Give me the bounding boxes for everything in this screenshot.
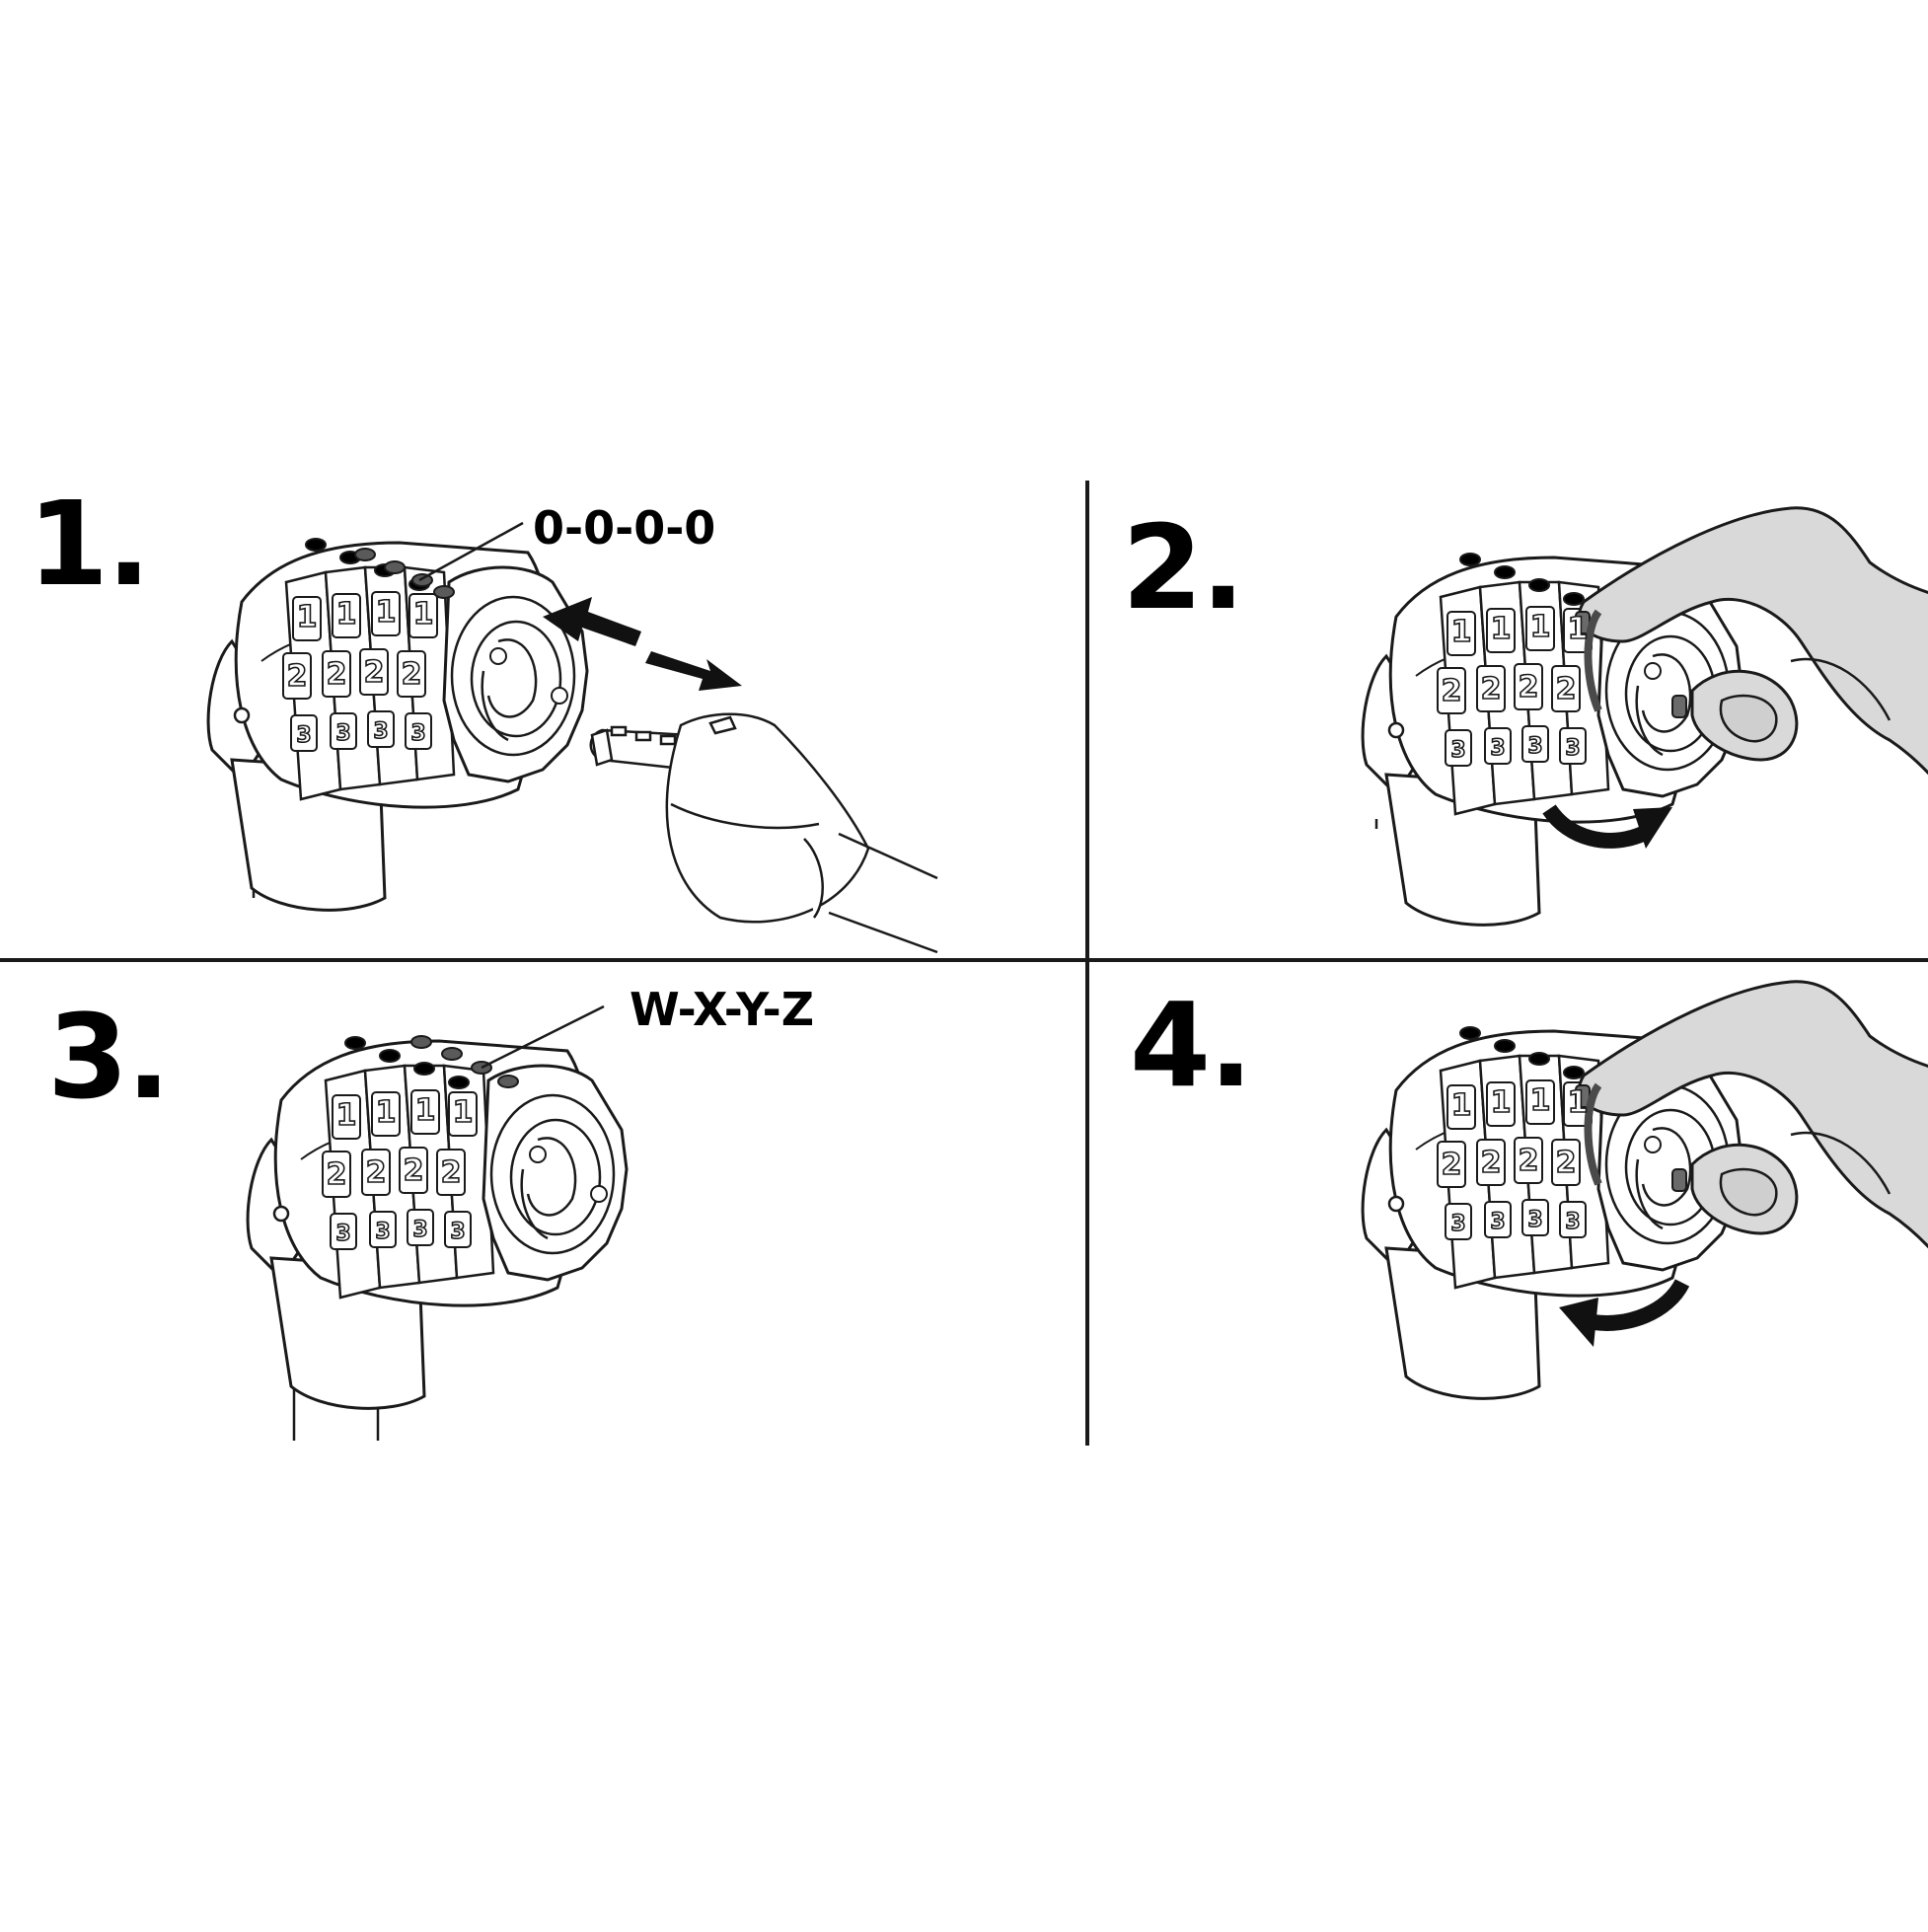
step-2-illustration	[1363, 508, 1928, 957]
dial-digit: 1	[453, 1095, 474, 1130]
dial-digit: 3	[375, 1220, 390, 1244]
dial-digit: 1	[1568, 612, 1589, 646]
dial-digit: 3	[1527, 734, 1542, 759]
dial-digit: 2	[1481, 1146, 1502, 1180]
combination-lock-icon	[208, 539, 587, 910]
dial-digit: 2	[1442, 674, 1462, 708]
dial-digit: 1	[1530, 1083, 1551, 1118]
dial-digit: 3	[410, 721, 425, 746]
dial-digit: 1	[376, 595, 397, 630]
dial-digit: 1	[1491, 612, 1512, 646]
dial-digit: 2	[1481, 672, 1502, 706]
dial-digit: 3	[373, 719, 388, 744]
dial-digit: 3	[1490, 736, 1505, 761]
dial-digit: 1	[297, 600, 318, 634]
dial-digit: 2	[1442, 1148, 1462, 1182]
combination-lock-icon	[248, 1037, 627, 1408]
step-1-number: 1.	[28, 485, 149, 602]
step-3-code-label: W-X-Y-Z	[630, 987, 814, 1032]
dial-digit: 1	[1530, 610, 1551, 644]
dial-digit: 2	[364, 655, 385, 690]
dial-digit: 2	[327, 1157, 347, 1192]
dial-digit: 2	[1519, 670, 1539, 705]
dial-digit: 2	[1519, 1144, 1539, 1178]
dial-digit: 2	[366, 1155, 387, 1190]
cable-plug-icon	[591, 714, 937, 952]
dial-digit: 1	[1568, 1085, 1589, 1120]
dial-digit: 3	[450, 1220, 465, 1244]
dial-digit: 1	[336, 1098, 357, 1133]
dial-digit: 1	[413, 597, 434, 632]
dial-digit: 1	[415, 1093, 436, 1128]
dial-digit: 2	[1556, 672, 1577, 706]
step-3-number: 3.	[47, 999, 169, 1115]
dial-digit: 2	[402, 657, 422, 692]
dial-digit: 2	[404, 1153, 424, 1188]
dial-digit: 3	[1490, 1210, 1505, 1234]
dial-digit: 2	[287, 659, 308, 694]
dial-digit: 3	[335, 721, 350, 746]
dial-digit: 3	[335, 1222, 350, 1246]
step-2-number: 2.	[1122, 509, 1243, 626]
dial-digit: 1	[376, 1095, 397, 1130]
dial-digit: 3	[1450, 1212, 1465, 1236]
dial-digit: 2	[441, 1155, 462, 1190]
step-4-number: 4.	[1130, 987, 1251, 1103]
dial-digit: 3	[1527, 1208, 1542, 1232]
dial-digit: 3	[1565, 1210, 1580, 1234]
step-3-illustration	[248, 1006, 627, 1441]
step-4-illustration	[1363, 982, 1928, 1431]
dial-digit: 3	[1565, 736, 1580, 761]
step-1-illustration	[208, 523, 937, 952]
dial-digit: 1	[1451, 1088, 1472, 1123]
dial-digit: 3	[412, 1218, 427, 1242]
step-1-code-label: 0-0-0-0	[533, 505, 715, 551]
dial-digit: 1	[336, 597, 357, 632]
dial-digit: 2	[1556, 1146, 1577, 1180]
dial-digit: 1	[1491, 1085, 1512, 1120]
dial-digit: 1	[1451, 615, 1472, 649]
dial-digit: 3	[1450, 738, 1465, 763]
dial-digit: 2	[327, 657, 347, 692]
dial-digit: 3	[296, 723, 311, 748]
